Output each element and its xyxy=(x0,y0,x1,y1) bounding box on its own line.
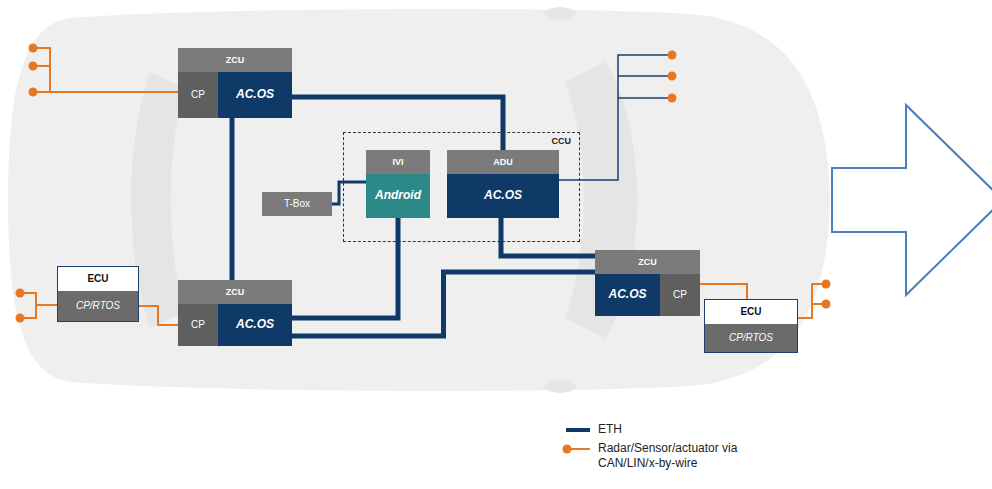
cell-label: CP/RTOS xyxy=(76,300,120,312)
cell-label: AC.OS xyxy=(236,318,274,332)
ecu-unit: ECU CP/RTOS xyxy=(705,300,797,352)
unit-label: ECU xyxy=(740,306,761,318)
ethernet-link xyxy=(332,182,366,204)
car-mirror xyxy=(544,379,576,393)
car-rear-window xyxy=(131,72,185,328)
rtos-cell: CP/RTOS xyxy=(58,291,138,321)
central-compute-frame: CCU IVI Android ADU AC.OS xyxy=(343,132,580,242)
header-band: ECU xyxy=(705,300,797,324)
cell-label: AC.OS xyxy=(484,189,522,203)
unit-label: ECU xyxy=(87,273,108,285)
header-band: IVI xyxy=(366,150,430,174)
ethernet-link xyxy=(230,118,235,280)
sensor-dot xyxy=(29,62,38,71)
header-band: ZCU xyxy=(178,280,292,304)
legend: ETH Radar/Sensor/actuator via CAN/LIN/x-b… xyxy=(562,422,763,475)
legend-line xyxy=(566,428,590,432)
cell-label: CP/RTOS xyxy=(729,332,773,344)
header-band: ZCU xyxy=(178,48,292,72)
sensor-dot xyxy=(668,72,677,81)
sensor-wire xyxy=(797,284,822,318)
cell-label: CP xyxy=(191,89,205,101)
unit-label: IVI xyxy=(392,157,403,167)
unit-label: ZCU xyxy=(226,287,245,297)
sensor-wire xyxy=(24,293,58,318)
rtos-cell: CP/RTOS xyxy=(705,324,797,352)
car-body xyxy=(8,9,830,391)
sensor-dot xyxy=(29,44,38,53)
legend-entry: Radar/Sensor/actuator via CAN/LIN/x-by-w… xyxy=(562,441,763,471)
driving-unit: ADU AC.OS xyxy=(447,150,559,218)
sensor-dot xyxy=(668,94,677,103)
zone-controller: ZCU CP AC.OS xyxy=(178,280,292,346)
header-band: ECU xyxy=(58,267,138,291)
os-cell: AC.OS xyxy=(218,72,292,118)
car-mirror xyxy=(544,7,576,21)
header-band: ADU xyxy=(447,150,559,174)
unit-label: CCU xyxy=(552,136,572,146)
legend-text: Radar/Sensor/actuator via CAN/LIN/x-by-w… xyxy=(598,441,763,471)
sensor-wire xyxy=(37,48,178,92)
frame-label-band: CCU xyxy=(344,133,579,146)
platform-cell: CP xyxy=(660,274,700,316)
ethernet-link xyxy=(292,218,398,318)
transition-arrow xyxy=(832,105,992,295)
header-band: ZCU xyxy=(595,250,700,274)
zone-controller: ZCU CP AC.OS xyxy=(178,48,292,118)
cell-label: CP xyxy=(673,289,687,301)
sensor-dot xyxy=(29,88,38,97)
infotainment-unit: IVI Android xyxy=(366,150,430,218)
os-cell: AC.OS xyxy=(218,304,292,346)
tbox-box: T-Box xyxy=(262,192,332,216)
ecu-unit: ECU CP/RTOS xyxy=(58,267,138,321)
sensor-wire xyxy=(558,55,668,180)
sensor-dot xyxy=(16,289,25,298)
legend-sample xyxy=(562,443,592,455)
platform-cell: CP xyxy=(178,304,218,346)
legend-sample xyxy=(562,424,592,436)
unit-label: ZCU xyxy=(226,55,245,65)
sensor-dot xyxy=(668,51,677,60)
os-cell: Android xyxy=(366,174,430,218)
ethernet-link xyxy=(292,272,595,336)
os-cell: AC.OS xyxy=(447,174,559,218)
legend-dot xyxy=(563,445,572,454)
zone-controller: ZCU AC.OS CP xyxy=(595,250,700,316)
cell-label: T-Box xyxy=(284,198,310,210)
cell-label: AC.OS xyxy=(608,288,646,302)
cell-label: CP xyxy=(191,319,205,331)
platform-cell: CP xyxy=(178,72,218,118)
sensor-wires xyxy=(24,48,822,318)
os-cell: AC.OS xyxy=(595,274,660,316)
legend-text: ETH xyxy=(598,422,763,437)
unit-label: ZCU xyxy=(638,257,657,267)
sensor-dot xyxy=(16,314,25,323)
sensor-dot xyxy=(822,300,831,309)
cell-label: AC.OS xyxy=(236,88,274,102)
ethernet-link xyxy=(501,218,595,256)
legend-entry: ETH xyxy=(562,422,763,437)
bus-wire xyxy=(700,284,747,300)
cell-label: Android xyxy=(375,189,421,203)
sensor-dot xyxy=(822,280,831,289)
bus-wire xyxy=(138,306,178,325)
unit-label: ADU xyxy=(493,157,513,167)
ethernet-link xyxy=(292,97,503,150)
sensor-dots xyxy=(16,44,831,323)
